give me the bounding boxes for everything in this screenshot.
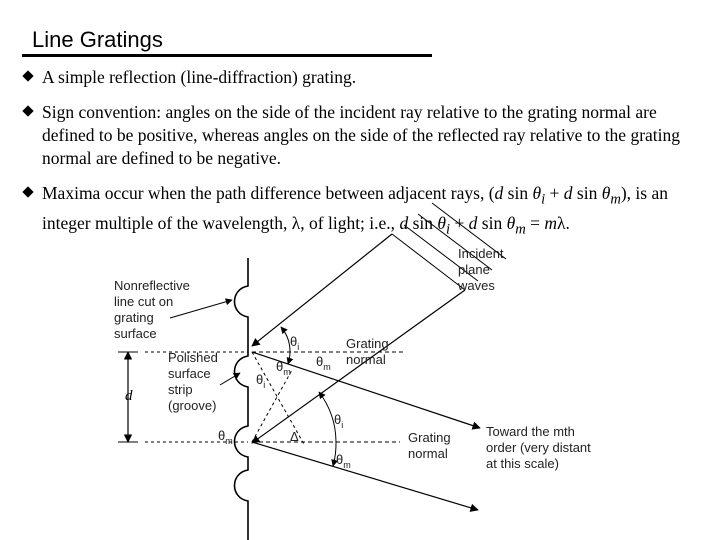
theta-i-label: θi [334, 412, 343, 430]
pointer-arrow [219, 372, 241, 386]
bullet-item: A simple reflection (line-diffraction) g… [22, 66, 694, 89]
grating-normal-label-1: Grating normal [346, 336, 392, 367]
bullet-item: Maxima occur when the path difference be… [22, 182, 694, 241]
theta-m-label: θm [276, 359, 291, 377]
bullet-text: Maxima occur when the path difference be… [42, 183, 668, 237]
angle-arc [318, 391, 337, 443]
bullet-text: Sign convention: angles on the side of t… [42, 102, 681, 168]
toward-mth-order-label: Toward the mth order (very distant at th… [486, 424, 594, 471]
delta-label: Δ [290, 429, 299, 444]
wavefront [417, 213, 493, 271]
angle-arc [286, 351, 294, 365]
bullet-list: A simple reflection (line-diffraction) g… [22, 66, 694, 253]
theta-i-label: θi [290, 334, 299, 352]
diffracted-ray-2 [251, 441, 479, 512]
angle-arc [331, 441, 339, 467]
wavefront [403, 224, 479, 282]
grating-normal-label-2: Grating normal [408, 430, 454, 461]
wavefront [431, 202, 507, 260]
theta-m-label: θm [218, 428, 233, 446]
nonreflective-label: Nonreflective line cut on grating surfac… [114, 278, 194, 341]
d-label: d [125, 388, 133, 404]
bullet-text: A simple reflection (line-diffraction) g… [42, 67, 357, 87]
polished-strip-label: Polished surface strip (groove) [168, 350, 222, 413]
path-difference-line [251, 369, 293, 443]
diffracted-ray-1 [251, 351, 481, 430]
incident-ray-2 [251, 289, 466, 444]
wavefront [391, 233, 466, 291]
theta-m-label: θm [316, 354, 331, 372]
incident-label: Incident plane waves [457, 246, 507, 293]
incident-ray-1 [251, 233, 393, 347]
angle-arc [280, 326, 291, 353]
title-underline [22, 54, 432, 57]
slide-title: Line Gratings [32, 27, 163, 52]
grating-surface [233, 258, 249, 540]
bullet-item: Sign convention: angles on the side of t… [22, 101, 694, 170]
theta-i-label: θi [256, 372, 265, 390]
theta-m-label: θm [336, 452, 351, 470]
pointer-arrow [169, 298, 233, 319]
